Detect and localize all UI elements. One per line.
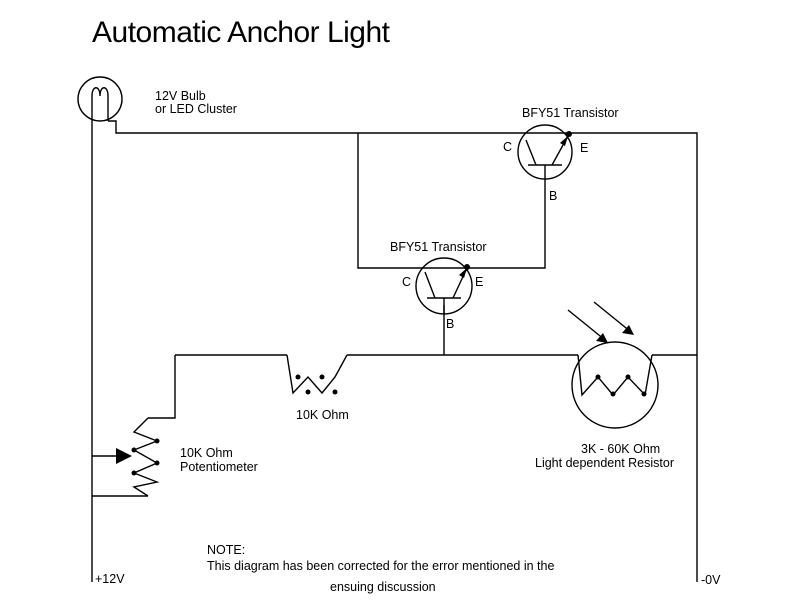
bulb-label-line2: or LED Cluster bbox=[155, 102, 237, 116]
transistor-top-c: C bbox=[503, 140, 512, 154]
transistor-top-e: E bbox=[580, 141, 588, 155]
resistor-symbol bbox=[286, 354, 348, 395]
transistor-top-b: B bbox=[549, 189, 557, 203]
positive-rail-label: +12V bbox=[95, 572, 125, 586]
note-heading: NOTE: bbox=[207, 543, 245, 557]
note-line2: ensuing discussion bbox=[330, 580, 436, 594]
transistor-top-symbol bbox=[517, 124, 573, 180]
bulb-symbol bbox=[77, 76, 123, 125]
transistor-mid-c: C bbox=[402, 275, 411, 289]
resistor-label: 10K Ohm bbox=[296, 408, 349, 422]
potentiometer-symbol bbox=[92, 417, 160, 497]
potentiometer-label-line2: Potentiometer bbox=[180, 460, 258, 474]
diagram-title: Automatic Anchor Light bbox=[92, 16, 391, 49]
bulb-label-line1: 12V Bulb bbox=[155, 89, 206, 103]
wires bbox=[91, 120, 698, 582]
ldr-symbol bbox=[567, 301, 659, 429]
potentiometer-label-line1: 10K Ohm bbox=[180, 446, 233, 460]
transistor-top-label: BFY51 Transistor bbox=[522, 106, 619, 120]
transistor-mid-label: BFY51 Transistor bbox=[390, 240, 487, 254]
note-line1: This diagram has been corrected for the … bbox=[207, 559, 554, 573]
negative-rail-label: -0V bbox=[701, 573, 721, 587]
ldr-label-line1: 3K - 60K Ohm bbox=[581, 442, 660, 456]
transistor-mid-symbol bbox=[415, 257, 473, 315]
transistor-mid-b: B bbox=[446, 317, 454, 331]
transistor-mid-e: E bbox=[475, 275, 483, 289]
ldr-label-line2: Light dependent Resistor bbox=[535, 456, 674, 470]
